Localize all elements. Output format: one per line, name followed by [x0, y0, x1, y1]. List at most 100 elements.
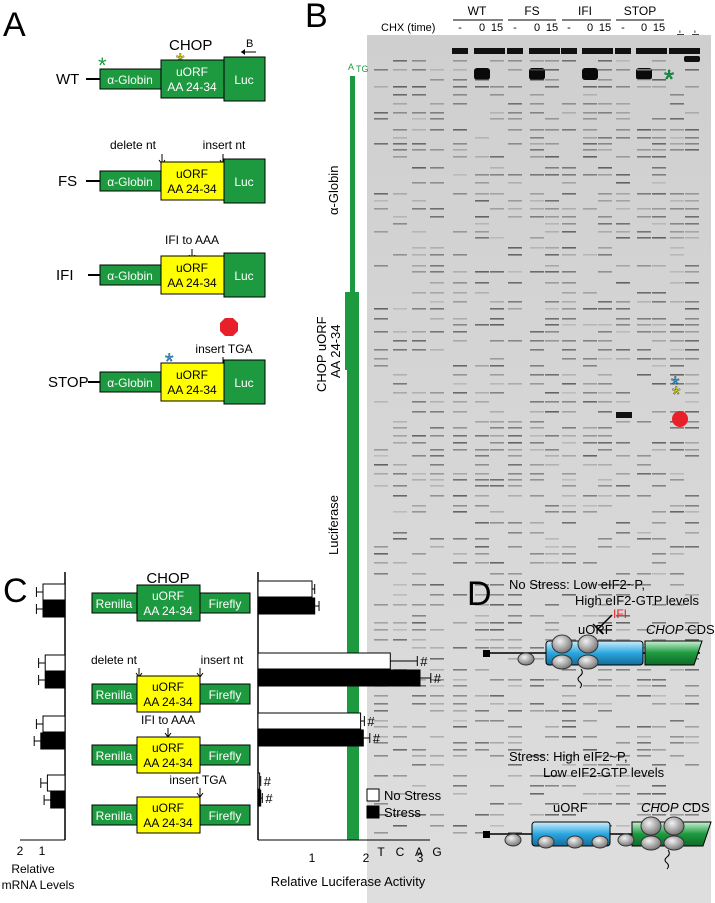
gel-band — [475, 695, 489, 697]
gel-band — [616, 473, 630, 475]
panel-c-letter: C — [3, 572, 28, 610]
gel-band — [598, 427, 612, 429]
gel-band — [616, 639, 630, 641]
gel-band — [453, 60, 467, 62]
cds-label: CHOP CDS — [641, 800, 710, 815]
gel-band — [583, 292, 597, 294]
gel-band — [453, 594, 467, 596]
gel-band — [475, 669, 489, 671]
gel-band — [490, 318, 504, 320]
gel-band — [545, 401, 559, 403]
gel-band — [475, 292, 489, 294]
gel-band — [545, 156, 559, 158]
seg-luc: Luc — [234, 376, 253, 390]
gel-band — [637, 156, 651, 158]
gel-band — [616, 324, 630, 326]
lane-label: 15 — [491, 22, 503, 34]
gel-blue-asterisk-icon: * — [671, 372, 680, 397]
gel-band — [685, 726, 699, 728]
gel-band — [453, 392, 467, 394]
gel-stop-octagon-icon — [672, 411, 688, 427]
cds-italic: CHOP — [641, 800, 679, 815]
gel-band — [583, 103, 597, 105]
gel-band — [453, 69, 467, 71]
gel-band — [562, 271, 576, 273]
gel-band — [412, 86, 426, 88]
gel-band — [412, 573, 426, 575]
gel-band — [490, 271, 504, 273]
gel-band — [598, 803, 612, 805]
gel-band — [530, 247, 544, 249]
gel-band — [616, 522, 630, 524]
ribosome-icon — [640, 835, 662, 851]
gel-band — [393, 511, 407, 513]
gel-band — [652, 137, 666, 139]
gel-band — [562, 695, 576, 697]
gel-band — [616, 615, 630, 617]
gel-band — [530, 421, 544, 423]
green-asterisk-icon: * — [98, 53, 107, 78]
gel-band — [598, 435, 612, 437]
gel-band — [637, 647, 651, 649]
gel-band — [583, 703, 597, 705]
gel-band — [670, 427, 684, 429]
insert-nt-label: insert nt — [201, 653, 244, 667]
gel-band — [412, 442, 426, 444]
gel-band — [545, 455, 559, 457]
gel-band — [616, 200, 630, 202]
gel-band — [562, 522, 576, 524]
gel-band — [490, 365, 504, 367]
gel-band — [562, 292, 576, 294]
gel-band — [652, 216, 666, 218]
gel-band — [545, 129, 559, 131]
gel-band — [545, 511, 559, 513]
gel-band — [616, 785, 630, 787]
gel-band — [670, 358, 684, 360]
gel-band — [453, 505, 467, 507]
gel-band — [598, 223, 612, 225]
gel-band — [670, 247, 684, 249]
gel-band — [583, 511, 597, 513]
gel-band — [598, 538, 612, 540]
legend-stress: Stress — [384, 805, 421, 820]
gel-band — [412, 622, 426, 624]
gel-band — [545, 775, 559, 777]
gel-band — [685, 237, 699, 239]
gel-band — [430, 69, 444, 71]
gel-band — [652, 318, 666, 320]
gel-band — [530, 522, 544, 524]
gel-band — [412, 764, 426, 766]
chop-label: CHOP — [169, 37, 212, 54]
gel-band — [453, 495, 467, 497]
gel-band — [475, 562, 489, 564]
gel-band — [652, 511, 666, 513]
gel-band — [393, 129, 407, 131]
gel-band — [508, 658, 522, 660]
gel-band — [652, 86, 666, 88]
gel-band — [453, 553, 467, 555]
gel-band — [583, 764, 597, 766]
gel-band — [452, 48, 468, 54]
gel-band — [530, 685, 544, 687]
gel-band — [670, 301, 684, 303]
gel-band — [583, 86, 597, 88]
gel-band — [616, 231, 630, 233]
seg-luc: Luc — [234, 73, 253, 87]
gel-band — [616, 308, 630, 310]
gel-band — [490, 167, 504, 169]
gel-band — [685, 411, 699, 413]
gel-band — [490, 479, 504, 481]
gel-band — [430, 485, 444, 487]
gel-band — [685, 736, 699, 738]
gel-band — [412, 118, 426, 120]
gel-band — [685, 764, 699, 766]
gel-band — [652, 553, 666, 555]
gel-band — [562, 129, 576, 131]
gel-band — [475, 629, 489, 631]
gel-band — [393, 825, 407, 827]
gel-band — [562, 383, 576, 385]
gel-band — [393, 532, 407, 534]
stress-line-2: Low eIF2-GTP levels — [543, 765, 665, 780]
legend-no-stress: No Stress — [384, 788, 442, 803]
construct-label-fs: FS — [58, 173, 77, 190]
